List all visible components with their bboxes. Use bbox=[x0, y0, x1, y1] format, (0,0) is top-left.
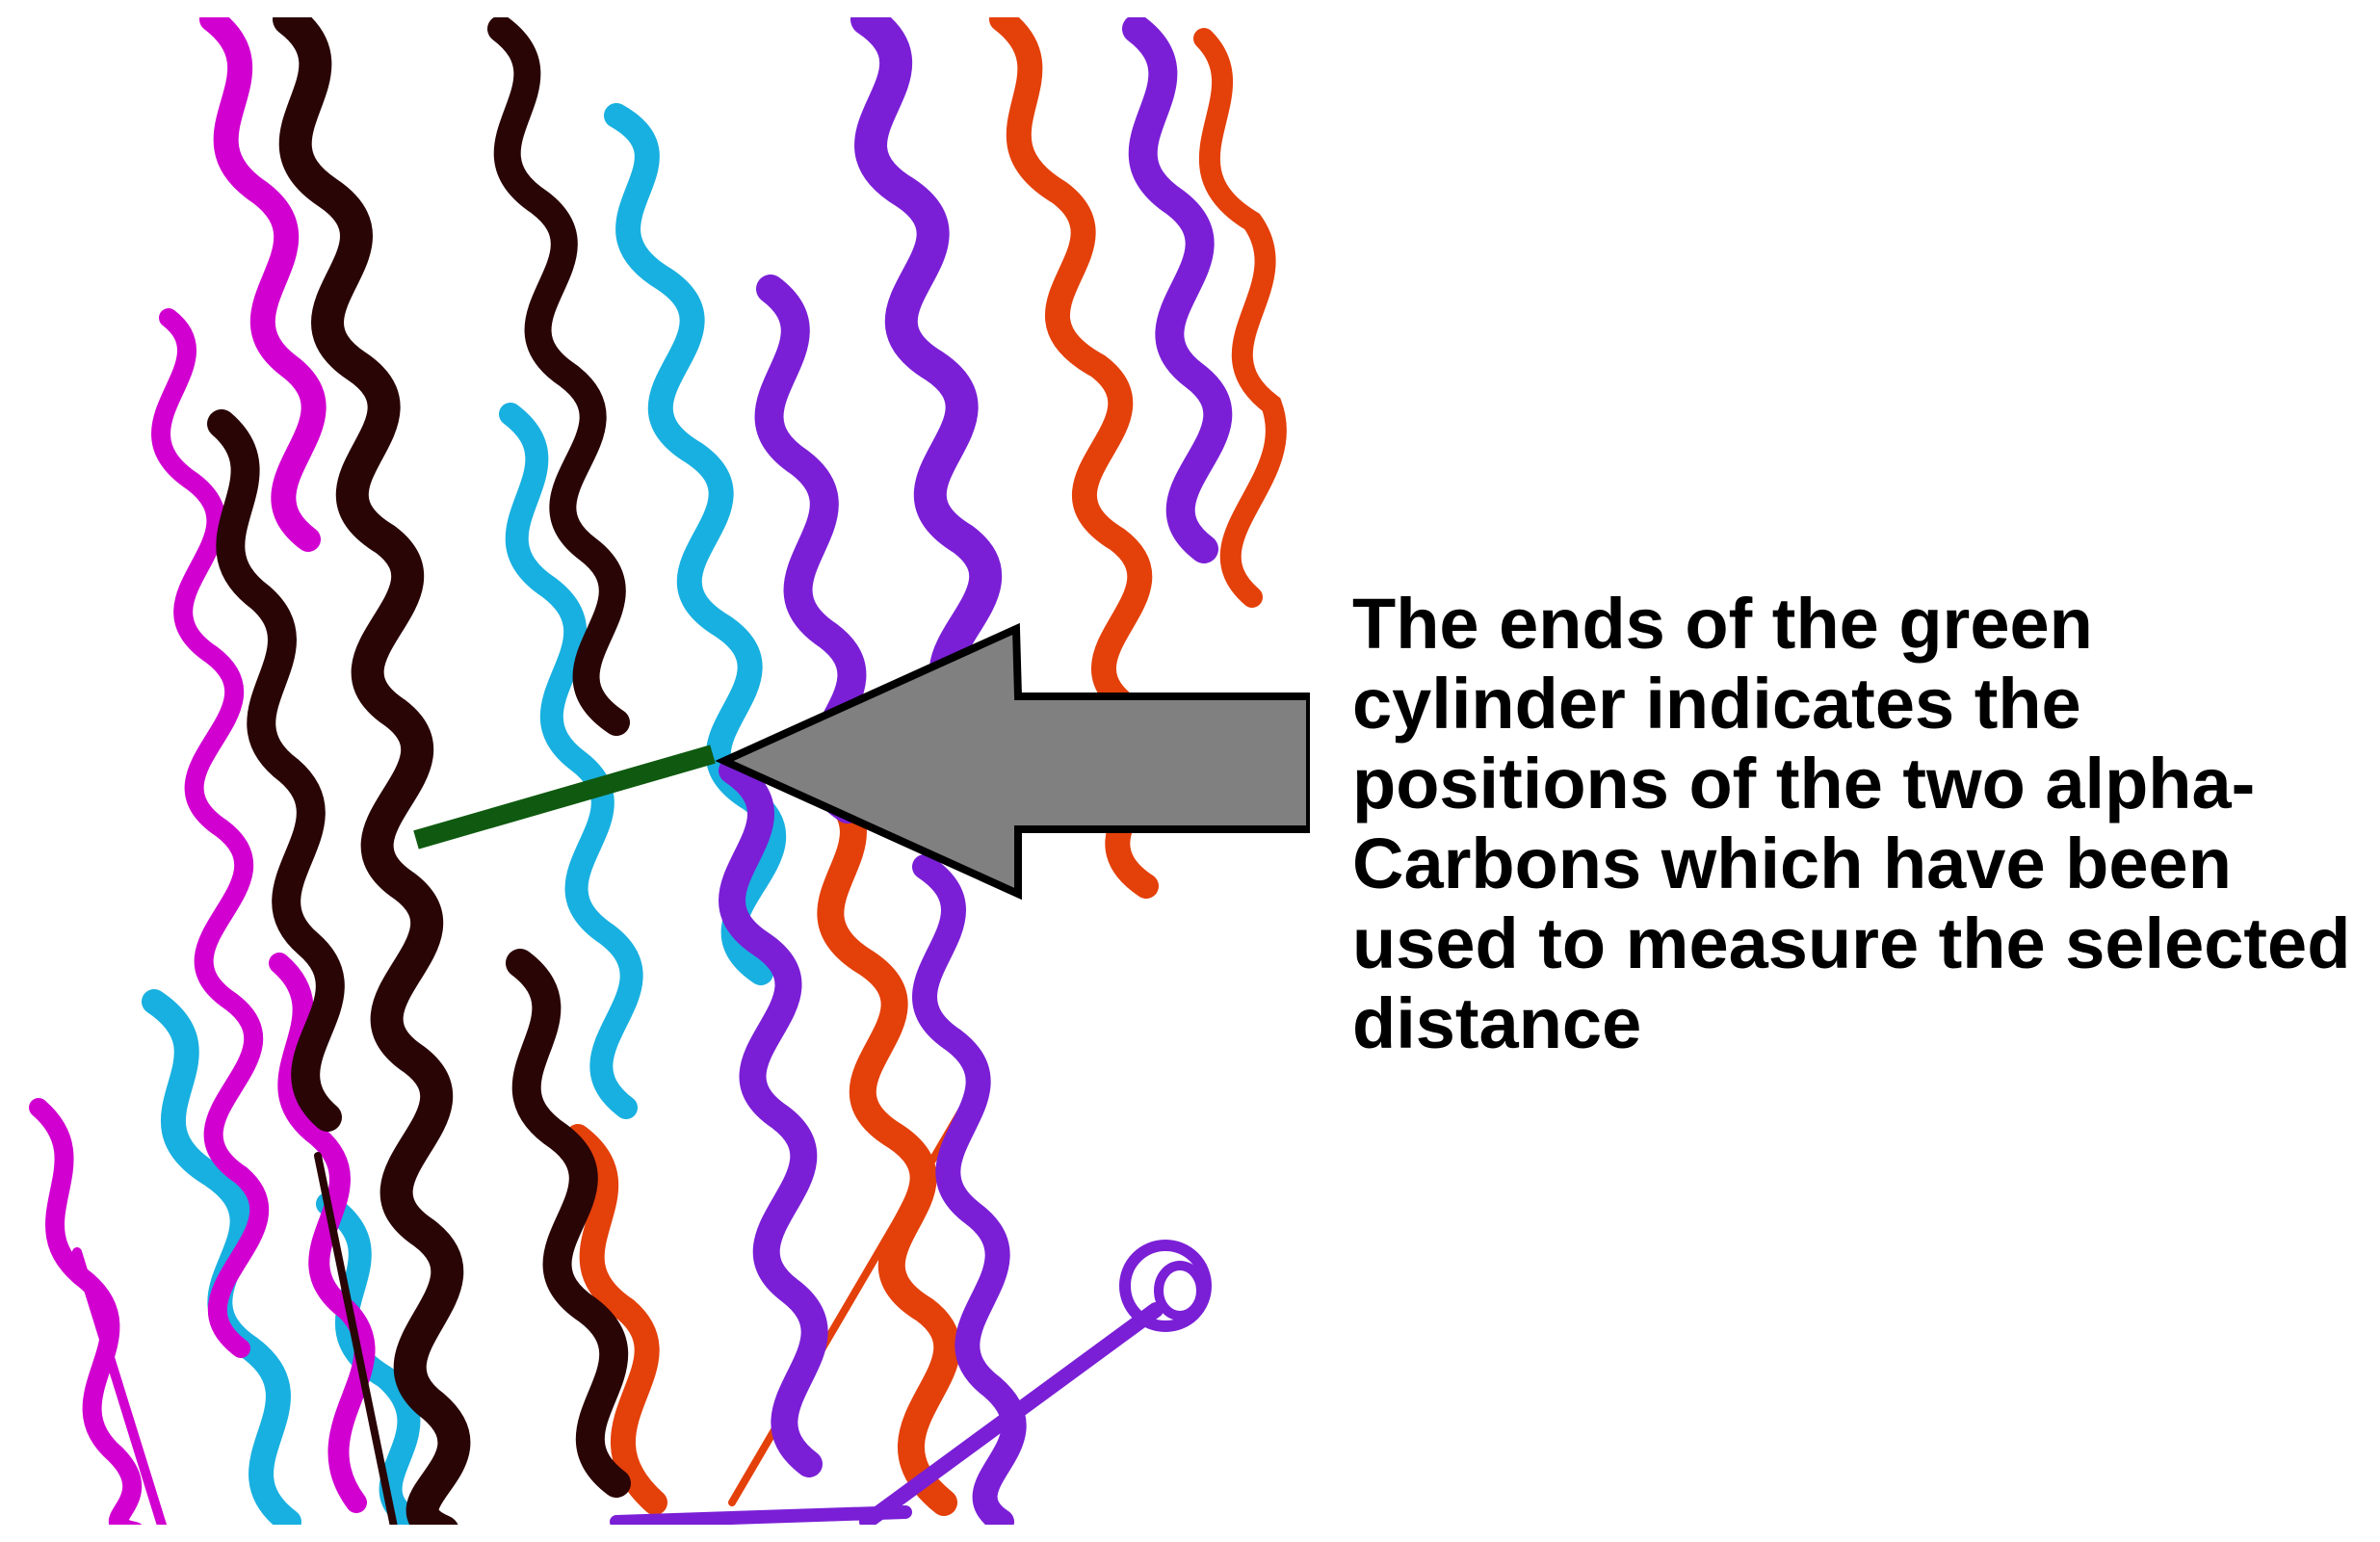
annotation-caption: The ends of the green cylinder indicates… bbox=[1352, 584, 2351, 1063]
magenta-chain bbox=[29, 17, 376, 1525]
dark-red-chain bbox=[207, 17, 631, 1525]
pointer-arrow bbox=[715, 622, 1310, 901]
distance-cylinder bbox=[413, 745, 716, 849]
purple-chain bbox=[610, 17, 1233, 1525]
protein-ribbon-rendering bbox=[29, 17, 1310, 1525]
